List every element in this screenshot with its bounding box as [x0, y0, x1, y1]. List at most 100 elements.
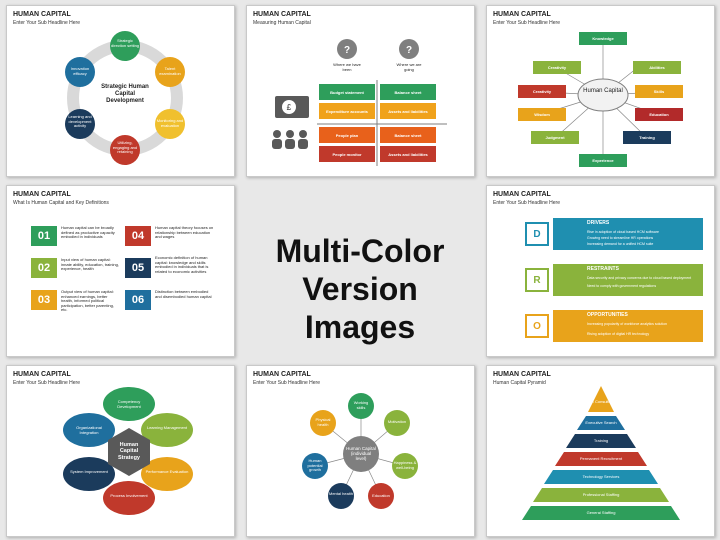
drod-line: Growing need to streamline HR operations — [587, 236, 654, 240]
spoke-center-label: Human Capital — [583, 88, 623, 94]
slide-thumbnail-5[interactable]: HUMAN CAPITAL Enter Your Sub Headline He… — [486, 185, 715, 357]
heading-line-1: Multi-Color — [275, 233, 445, 269]
pyramid-level: HR Consulting — [588, 399, 614, 404]
slide-title: HUMAN CAPITAL — [253, 371, 311, 378]
letter-badge: D — [525, 222, 549, 246]
matrix-cell: Balance sheet — [380, 84, 436, 100]
slide-thumbnail-4[interactable]: HUMAN CAPITAL What Is Human Capital and … — [6, 185, 235, 357]
matrix-cell: Assets and liabilities — [380, 103, 436, 119]
spoke-box: Creativity — [518, 85, 566, 98]
slide-thumbnail-3[interactable]: HUMAN CAPITAL Enter Your Sub Headline He… — [486, 5, 715, 177]
drod-bar — [553, 218, 703, 250]
slide-title: HUMAN CAPITAL — [493, 11, 551, 18]
strategy-petal-diagram — [63, 387, 193, 515]
slide-title: HUMAN CAPITAL — [13, 11, 71, 18]
slide-thumbnail-8[interactable]: HUMAN CAPITAL Human Capital Pyramid HR C… — [486, 365, 715, 537]
strategy-item: Performance Evaluation — [145, 469, 189, 474]
slide-title: HUMAN CAPITAL — [13, 191, 71, 198]
slide-subtitle: Human Capital Pyramid — [493, 380, 546, 386]
number-badge: 01 — [31, 226, 57, 246]
slide-subtitle: What Is Human Capital and Key Definition… — [13, 200, 109, 206]
number-badge: 02 — [31, 258, 57, 278]
matrix-cell: Expenditure accounts — [319, 103, 375, 119]
individual-center-label: Human Capital (individual level) — [346, 446, 376, 462]
slide-thumbnail-6[interactable]: HUMAN CAPITAL Enter Your Sub Headline He… — [6, 365, 235, 537]
cycle-center-label: Strategic Human Capital Development — [101, 84, 149, 104]
pyramid-level: Professional Staffing — [582, 492, 620, 497]
definition-text: Human capital theory focuses on relation… — [155, 225, 214, 240]
spoke-box: Training — [623, 131, 671, 144]
individual-item: Education — [372, 493, 390, 498]
drod-line: Increasing popularity of workforce analy… — [587, 322, 667, 326]
drod-heading: DRIVERS — [587, 220, 610, 226]
individual-item: Happiness & well-being — [393, 460, 417, 470]
slide-subtitle: Enter Your Sub Headline Here — [13, 20, 80, 26]
definition-text: Economic definition of human capital: kn… — [155, 255, 209, 274]
svg-text:?: ? — [406, 45, 412, 56]
matrix-cell: Assets and liabilities — [380, 146, 436, 162]
drod-line: Need to comply with government regulatio… — [587, 284, 657, 288]
cycle-item: Learning and development activity — [68, 114, 92, 129]
strategy-item: System Improvement — [70, 469, 108, 474]
individual-item: Motivation — [387, 419, 407, 424]
strategy-item: Organizational Integration — [76, 425, 102, 435]
letter-badge: R — [525, 268, 549, 292]
slide-subtitle: Measuring Human Capital — [253, 20, 311, 26]
drod-line: Rise in adoption of cloud based HCM soft… — [587, 230, 659, 234]
number-badge: 05 — [125, 258, 151, 278]
spoke-box: Creativity — [533, 61, 581, 74]
spoke-box: Abilities — [633, 61, 681, 74]
strategy-item: Learning Management — [146, 425, 188, 430]
drod-bar — [553, 310, 703, 342]
question-head-icon — [399, 39, 419, 59]
drod-line: Data security and privacy concerns due t… — [587, 276, 692, 280]
individual-item: Working skills — [353, 400, 369, 410]
heading-line-2: Version Images — [302, 271, 418, 345]
pyramid-level: Training — [593, 438, 609, 443]
number-badge: 06 — [125, 290, 151, 310]
column-header: Where we have been — [333, 62, 361, 72]
slide-title: HUMAN CAPITAL — [493, 371, 551, 378]
circular-cycle-diagram — [65, 31, 185, 165]
matrix-cell: Budget statement — [319, 84, 375, 100]
number-badge: 04 — [125, 226, 151, 246]
question-head-icon — [337, 39, 357, 59]
individual-item: Human potential growth — [307, 458, 323, 473]
number-badge: 03 — [31, 290, 57, 310]
individual-item: Physical health — [315, 417, 331, 427]
drod-heading: RESTRAINTS — [587, 266, 619, 272]
matrix-cell: Balance sheet — [380, 127, 436, 143]
definition-text: Input view of human capital: innate abil… — [61, 257, 119, 272]
definition-text: Human capital can be broadly defined as … — [61, 225, 115, 240]
individual-item: Mental health — [329, 491, 354, 496]
pyramid-level: General Staffing — [586, 510, 616, 515]
slide-subtitle: Enter Your Sub Headline Here — [13, 380, 80, 386]
spoke-box: Education — [635, 108, 683, 121]
drod-heading: OPPORTUNITIES — [587, 312, 628, 318]
cycle-item: Monitoring and evaluation — [156, 118, 184, 128]
cycle-item: Utilizing, engaging and retaining — [112, 140, 138, 155]
slide-thumbnail-1[interactable]: HUMAN CAPITAL Enter Your Sub Headline He… — [6, 5, 235, 177]
slide-subtitle: Enter Your Sub Headline Here — [493, 20, 560, 26]
spoke-box: Experience — [579, 154, 627, 167]
drod-line: Rising adoption of digital HR technology — [587, 332, 650, 336]
spoke-box: Judgment — [531, 131, 579, 144]
matrix-cell: People monitor — [319, 146, 375, 162]
svg-text:?: ? — [344, 45, 350, 56]
slide-thumbnail-2[interactable]: HUMAN CAPITAL Measuring Human Capital ? … — [246, 5, 475, 177]
slide-thumbnail-7[interactable]: HUMAN CAPITAL Enter Your Sub Headline He… — [246, 365, 475, 537]
individual-level-diagram — [302, 393, 418, 509]
drod-line: Increasing demand for a unified HCM suit… — [587, 242, 654, 246]
cycle-item: Talent examination — [159, 66, 181, 76]
pyramid-level: Permanent Recruitment — [579, 456, 623, 461]
people-icon — [272, 130, 308, 149]
strategy-center-label: Human Capital Strategy — [117, 442, 140, 461]
svg-text:£: £ — [287, 103, 292, 112]
strategy-item: Process Involvement — [110, 493, 148, 498]
slide-title: HUMAN CAPITAL — [493, 191, 551, 198]
strategy-item: Competency Development — [117, 399, 141, 409]
cycle-item: Strategic direction setting — [111, 38, 140, 48]
cycle-item: Innovation efficacy — [70, 66, 90, 76]
spoke-box: Wisdom — [518, 108, 566, 121]
slide-title: HUMAN CAPITAL — [253, 11, 311, 18]
